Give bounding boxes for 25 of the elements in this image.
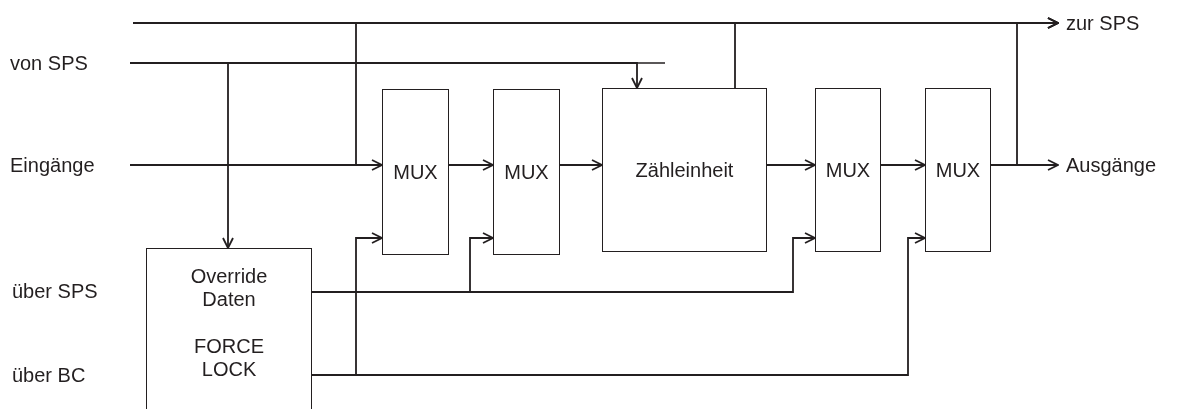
- block-label: MUX: [393, 160, 438, 184]
- input-label: von SPS: [10, 51, 88, 75]
- arrow: [559, 159, 603, 171]
- block-label: MUX: [504, 160, 549, 184]
- block-label: FORCE LOCK: [193, 335, 265, 381]
- multiplexer-block: [493, 89, 560, 255]
- multiplexer-block: [815, 88, 881, 252]
- arrow: [880, 159, 926, 171]
- arrow: [129, 62, 643, 89]
- block-label: MUX: [825, 158, 871, 182]
- counter-block: [602, 88, 767, 252]
- arrow: [734, 17, 1059, 89]
- multiplexer-block: [925, 88, 991, 252]
- input-label: Eingänge: [10, 153, 95, 177]
- signal-label: über BC: [12, 364, 86, 387]
- arrow: [766, 159, 816, 171]
- output-label: zur SPS: [1066, 11, 1140, 35]
- block-label: MUX: [935, 158, 981, 182]
- signal-label: über SPS: [12, 280, 98, 303]
- arrow: [448, 159, 494, 171]
- block-label: Override Daten: [189, 265, 269, 311]
- block-label: Zähleinheit: [635, 158, 734, 182]
- multiplexer-block: [382, 89, 449, 255]
- output-label: Ausgänge: [1066, 153, 1157, 177]
- override-block: [146, 248, 312, 409]
